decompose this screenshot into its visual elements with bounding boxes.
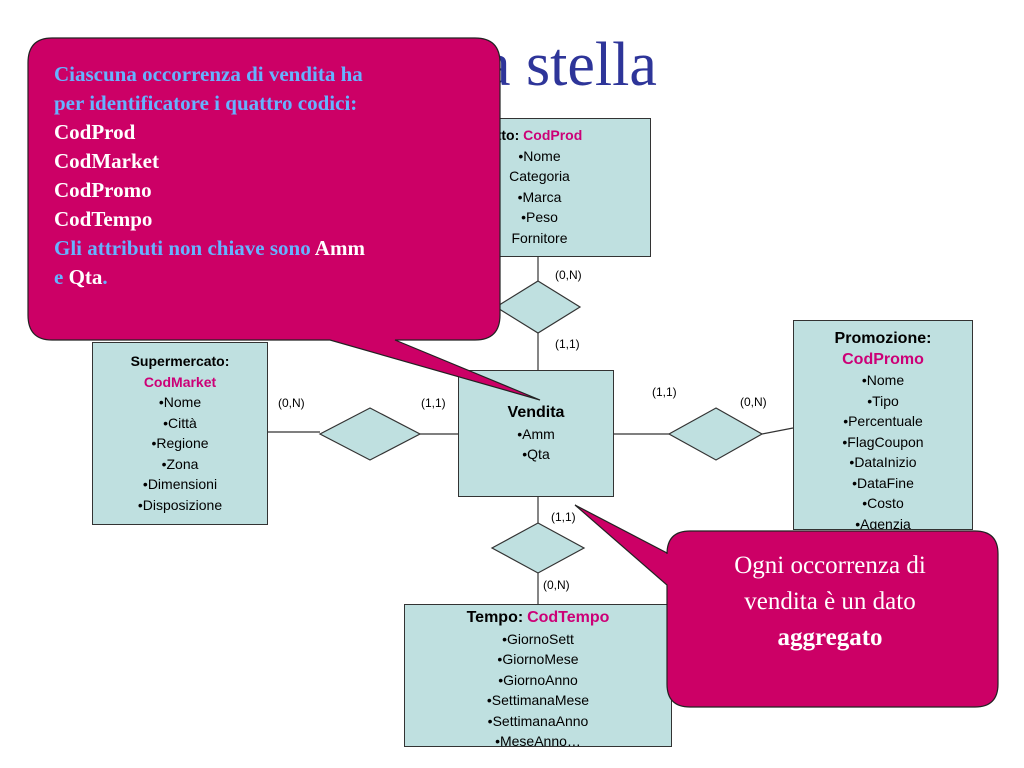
entity-vendita-name: Vendita [507, 404, 565, 421]
callout-period: . [102, 265, 108, 289]
entity-supermercato: Supermercato: CodMarket •Nome •Città •Re… [92, 342, 268, 525]
prodotto-attr: •Marca [517, 188, 562, 205]
callout-code-market: CodMarket [54, 149, 159, 173]
entity-vendita: Vendita •Amm •Qta [458, 370, 614, 497]
callout-aggregate-text: Ogni occorrenza di vendita è un dato agg… [690, 548, 970, 656]
line-diamond-promozione [761, 427, 794, 435]
relationship-diamond-supermercato [318, 407, 422, 461]
callout-conj: e [54, 265, 69, 289]
supermercato-attr: •Nome [158, 394, 202, 410]
tempo-attr: •GiornoSett [502, 630, 574, 647]
entity-promozione: Promozione: CodPromo •Nome •Tipo •Percen… [793, 320, 973, 530]
entity-promozione-name: Promozione: [834, 330, 932, 347]
promozione-attr: •Percentuale [843, 413, 923, 429]
relationship-diamond-promozione [667, 407, 764, 461]
promozione-attr: •Tipo [867, 392, 899, 409]
relationship-diamond-prodotto [494, 280, 582, 334]
entity-tempo: Tempo: CodTempo •GiornoSett •GiornoMese … [404, 604, 672, 747]
cardinality-prodotto-inner: (1,1) [555, 337, 580, 351]
entity-supermercato-key: CodMarket [143, 373, 217, 390]
entity-promozione-key: CodPromo [842, 350, 924, 368]
callout-aggregate-line1: Ogni occorrenza di [734, 552, 926, 579]
vendita-attr: •Amm [517, 425, 555, 442]
tempo-attr: •GiornoAnno [498, 671, 578, 688]
cardinality-prodotto-outer: (0,N) [555, 268, 582, 282]
promozione-attr: •Nome [861, 372, 905, 388]
supermercato-attr: •Zona [161, 455, 199, 472]
entity-prodotto-name: tto: [496, 127, 520, 143]
promozione-attr: •FlagCoupon [842, 433, 924, 450]
callout-keys-text: Ciascuna occorrenza di vendita ha per id… [54, 60, 484, 292]
callout-keys-line2: per identificatore i quattro codici: [54, 91, 358, 115]
supermercato-attr: •Città [163, 414, 197, 431]
prodotto-attr: Categoria [509, 168, 570, 184]
vendita-attr: •Qta [522, 446, 550, 462]
relationship-diamond-tempo [490, 522, 586, 574]
entity-prodotto-key: CodProd [523, 127, 583, 143]
supermercato-attr: •Regione [151, 435, 209, 451]
entity-tempo-key: CodTempo [527, 609, 610, 626]
callout-aggregate-line2: vendita è un dato [744, 588, 916, 615]
promozione-attr: •DataInizio [849, 454, 917, 470]
cardinality-promozione-inner: (1,1) [652, 385, 677, 399]
cardinality-tempo-outer: (0,N) [543, 578, 570, 592]
supermercato-attr: •Dimensioni [142, 476, 218, 492]
tempo-attr: •SettimanaAnno [487, 712, 589, 729]
tempo-attr: •SettimanaMese [486, 692, 590, 708]
callout-aggregate-bold: aggregato [777, 624, 883, 651]
cardinality-promozione-outer: (0,N) [740, 395, 767, 409]
cardinality-supermercato-inner: (1,1) [421, 396, 446, 410]
promozione-attr: •DataFine [852, 474, 914, 491]
callout-keys-line1: Ciascuna occorrenza di vendita ha [54, 62, 363, 86]
tempo-attr: •GiornoMese [497, 651, 579, 667]
promozione-attr: •Costo [862, 495, 904, 511]
cardinality-tempo-inner: (1,1) [551, 510, 576, 524]
callout-non-key-prefix: Gli attributi non chiave sono [54, 236, 315, 260]
entity-tempo-name: Tempo: [466, 609, 524, 626]
callout-code-tempo: CodTempo [54, 207, 153, 231]
prodotto-attr: •Nome [518, 147, 561, 164]
callout-code-promo: CodPromo [54, 178, 152, 202]
callout-qta-line: e Qta. [54, 263, 484, 292]
callout-code-prod: CodProd [54, 120, 136, 144]
prodotto-attr: •Peso [521, 209, 558, 225]
entity-supermercato-name: Supermercato: [130, 353, 230, 369]
callout-qta: Qta [68, 265, 103, 289]
callout-keys-bubble [27, 37, 541, 401]
callout-amm: Amm [314, 236, 365, 260]
callout-aggregate-bubble [574, 504, 999, 708]
callout-non-key-line: Gli attributi non chiave sono Amm [54, 234, 484, 263]
supermercato-attr: •Disposizione [137, 496, 223, 513]
cardinality-supermercato-outer: (0,N) [278, 396, 305, 410]
prodotto-attr: Fornitore [511, 229, 568, 246]
tempo-attr: •MeseAnno… [495, 733, 581, 747]
promozione-attr: •Agenzia [855, 515, 911, 530]
